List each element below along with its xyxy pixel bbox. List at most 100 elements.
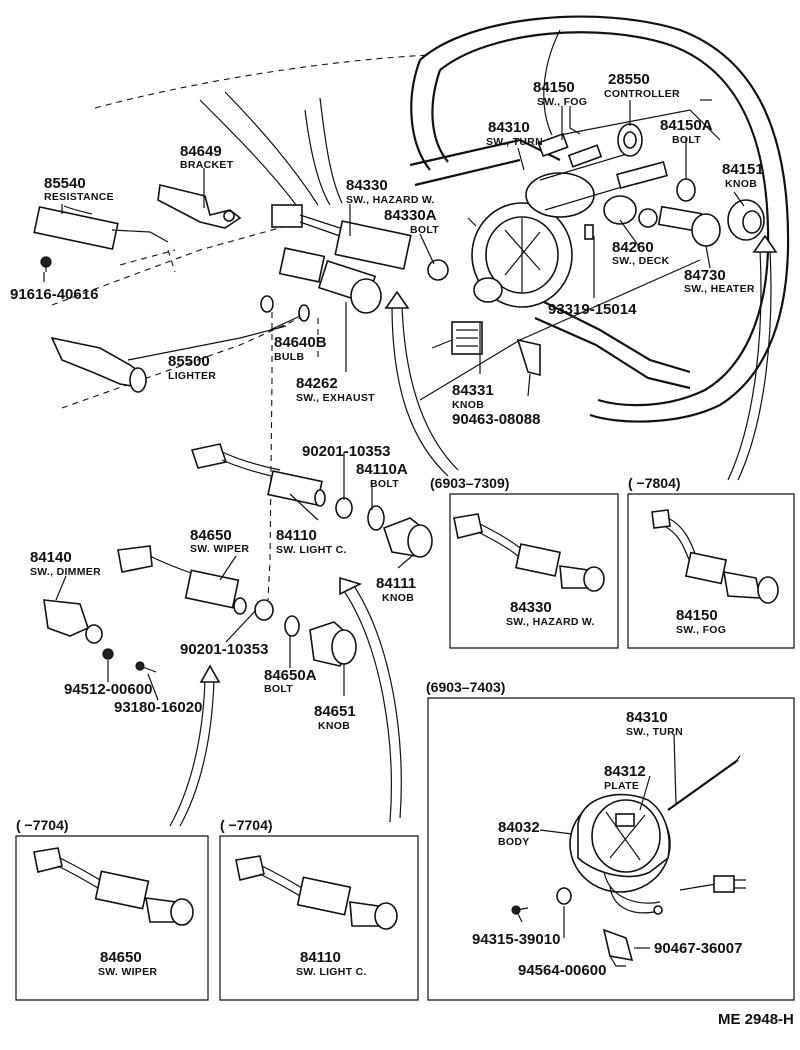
- svg-text:SW., HAZARD W.: SW., HAZARD W.: [346, 194, 435, 206]
- svg-text:PLATE: PLATE: [604, 780, 639, 792]
- part-85500-label: 85500 LIGHTER: [168, 353, 216, 382]
- svg-text:84650: 84650: [100, 949, 142, 966]
- dashboard-parts: [33, 184, 449, 393]
- diagram-code: ME 2948-H: [718, 1011, 794, 1028]
- svg-text:SW., TURN: SW., TURN: [486, 136, 543, 148]
- part-84331-label: 84331 KNOB: [452, 382, 494, 411]
- svg-text:( −7804): ( −7804): [628, 475, 681, 491]
- inset-turn-switch: (6903–7403) 84310 SW., TURN 84312 PLATE …: [426, 679, 795, 1001]
- svg-text:90463-08088: 90463-08088: [452, 411, 540, 428]
- part-84330-label: 84330 SW., HAZARD W.: [346, 177, 435, 206]
- svg-text:84110A: 84110A: [356, 461, 408, 478]
- part-84330a-label: 84330A BOLT: [384, 207, 439, 236]
- svg-text:84651: 84651: [314, 703, 356, 720]
- svg-text:90201-10353: 90201-10353: [302, 443, 390, 460]
- part-84262-label: 84262 SW., EXHAUST: [296, 375, 375, 404]
- svg-text:BOLT: BOLT: [264, 683, 293, 695]
- part-94512-label: 94512-00600: [64, 681, 152, 698]
- svg-text:94564-00600: 94564-00600: [518, 962, 606, 979]
- svg-text:SW. LIGHT C.: SW. LIGHT C.: [276, 544, 347, 556]
- svg-text:LIGHTER: LIGHTER: [168, 370, 216, 382]
- part-84650-label: 84650 SW. WIPER: [190, 527, 249, 555]
- part-84110a-label: 84110A BOLT: [356, 461, 408, 490]
- svg-text:KNOB: KNOB: [318, 720, 350, 732]
- svg-text:( −7704): ( −7704): [220, 817, 273, 833]
- svg-text:84649: 84649: [180, 143, 222, 160]
- svg-text:SW. WIPER: SW. WIPER: [190, 543, 249, 555]
- part-84310-label: 84310 SW., TURN: [486, 119, 543, 148]
- svg-text:SW., FOG: SW., FOG: [537, 96, 587, 108]
- part-84260-label: 84260 SW., DECK: [612, 239, 669, 267]
- part-84110-label: 84110 SW. LIGHT C.: [276, 527, 347, 556]
- svg-text:84110: 84110: [300, 949, 341, 966]
- svg-text:SW., EXHAUST: SW., EXHAUST: [296, 392, 375, 404]
- svg-text:84330: 84330: [346, 177, 388, 194]
- svg-text:84150A: 84150A: [660, 117, 713, 134]
- svg-text:84650: 84650: [190, 527, 232, 544]
- svg-text:KNOB: KNOB: [452, 399, 484, 411]
- svg-text:84730: 84730: [684, 267, 726, 284]
- svg-text:BOLT: BOLT: [672, 134, 701, 146]
- part-84140-label: 84140 SW., DIMMER: [30, 549, 101, 578]
- part-93180-label: 93180-16020: [114, 699, 202, 716]
- part-90201-b-label: 90201-10353: [180, 641, 268, 658]
- part-84150-label: 84150 SW., FOG: [533, 79, 587, 108]
- svg-text:84150: 84150: [533, 79, 575, 96]
- svg-text:SW., HAZARD W.: SW., HAZARD W.: [506, 616, 595, 628]
- middle-switch-parts: [43, 312, 433, 673]
- part-85540-label: 85540 RESISTANCE: [44, 175, 114, 203]
- part-93319-label: 93319-15014: [548, 301, 637, 318]
- svg-text:84262: 84262: [296, 375, 338, 392]
- svg-text:SW. WIPER: SW. WIPER: [98, 966, 157, 978]
- part-84150a-label: 84150A BOLT: [660, 117, 713, 146]
- steering-column: [431, 123, 765, 377]
- svg-text:BULB: BULB: [274, 351, 304, 363]
- inset-hazard-switch: (6903–7309) 84330 SW., HAZARD W.: [430, 475, 619, 649]
- svg-text:91616-40616: 91616-40616: [10, 286, 98, 303]
- svg-text:84330: 84330: [510, 599, 552, 616]
- svg-text:93180-16020: 93180-16020: [114, 699, 202, 716]
- svg-text:93319-15014: 93319-15014: [548, 301, 637, 318]
- svg-text:BOLT: BOLT: [370, 478, 399, 490]
- svg-text:SW., DIMMER: SW., DIMMER: [30, 566, 101, 578]
- svg-text:84150: 84150: [676, 607, 718, 624]
- svg-text:90467-36007: 90467-36007: [654, 940, 742, 957]
- svg-text:84032: 84032: [498, 819, 540, 836]
- svg-text:84151: 84151: [722, 161, 764, 178]
- svg-text:RESISTANCE: RESISTANCE: [44, 191, 114, 203]
- svg-text:BODY: BODY: [498, 836, 530, 848]
- svg-text:28550: 28550: [608, 71, 650, 88]
- svg-text:SW., HEATER: SW., HEATER: [684, 283, 755, 295]
- svg-text:85500: 85500: [168, 353, 210, 370]
- svg-text:84260: 84260: [612, 239, 654, 256]
- part-84640b-label: 84640B BULB: [274, 334, 327, 363]
- svg-text:BRACKET: BRACKET: [180, 159, 234, 171]
- svg-text:SW., TURN: SW., TURN: [626, 726, 683, 738]
- svg-text:84310: 84310: [626, 709, 668, 726]
- part-84649-label: 84649 BRACKET: [180, 143, 234, 171]
- assembly-arrows: [169, 234, 778, 827]
- part-84651-label: 84651 KNOB: [314, 703, 356, 732]
- part-84111-label: 84111 KNOB: [376, 575, 416, 604]
- inset-fog-switch: ( −7804) 84150 SW., FOG: [627, 475, 795, 649]
- svg-text:(6903–7309): (6903–7309): [430, 475, 509, 491]
- svg-text:84111: 84111: [376, 575, 416, 592]
- svg-text:( −7704): ( −7704): [16, 817, 69, 833]
- part-84730-label: 84730 SW., HEATER: [684, 267, 755, 295]
- svg-text:(6903–7403): (6903–7403): [426, 679, 505, 695]
- part-90463-label: 90463-08088: [452, 411, 540, 428]
- svg-text:KNOB: KNOB: [725, 178, 757, 190]
- leader-lines: [43, 99, 745, 701]
- svg-text:94512-00600: 94512-00600: [64, 681, 152, 698]
- svg-text:KNOB: KNOB: [382, 592, 414, 604]
- svg-text:BOLT: BOLT: [410, 224, 439, 236]
- part-28550-label: 28550 CONTROLLER: [604, 71, 680, 100]
- svg-text:90201-10353: 90201-10353: [180, 641, 268, 658]
- svg-text:84312: 84312: [604, 763, 646, 780]
- svg-text:CONTROLLER: CONTROLLER: [604, 88, 680, 100]
- svg-text:84310: 84310: [488, 119, 530, 136]
- part-84650a-label: 84650A BOLT: [264, 667, 317, 695]
- svg-text:84650A: 84650A: [264, 667, 317, 684]
- svg-text:84331: 84331: [452, 382, 494, 399]
- svg-text:SW., FOG: SW., FOG: [676, 624, 726, 636]
